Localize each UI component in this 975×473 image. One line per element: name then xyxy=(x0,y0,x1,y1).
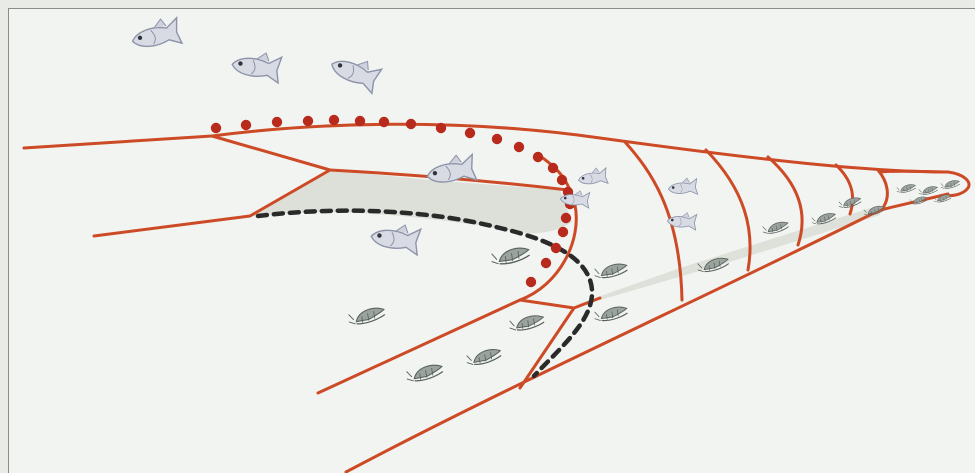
shrimp-icon xyxy=(896,184,916,193)
separator-grid-line xyxy=(258,211,592,376)
float-icon xyxy=(406,119,416,129)
float-icon xyxy=(303,116,313,126)
float-icon xyxy=(492,134,502,144)
float-icon xyxy=(329,115,339,125)
fish-icon xyxy=(668,178,698,197)
float-icon xyxy=(272,117,282,127)
float-icon xyxy=(355,116,365,126)
shrimp-icon xyxy=(508,314,544,331)
fish-icon xyxy=(129,16,182,53)
fish-icon xyxy=(327,49,382,93)
shrimp-icon xyxy=(347,307,385,326)
shrimp-icon xyxy=(465,348,502,366)
fish-icon xyxy=(231,49,282,83)
float-icon xyxy=(514,142,524,152)
shrimp-icon xyxy=(405,364,443,383)
float-icon xyxy=(557,175,567,185)
shrimp-icon xyxy=(940,180,960,189)
shrimp-icon xyxy=(593,263,628,279)
shrimp-icon xyxy=(762,221,789,235)
float-icon xyxy=(436,123,446,133)
float-icon xyxy=(526,277,536,287)
shrimp-icon xyxy=(593,306,628,322)
float-icon xyxy=(533,152,543,162)
shrimp-icon xyxy=(918,186,938,195)
trawl-net-outline xyxy=(24,124,969,472)
float-icon xyxy=(551,243,561,253)
codend-panel-shade xyxy=(575,205,880,305)
float-icon xyxy=(541,258,551,268)
fish-icon xyxy=(370,221,421,255)
fish-icon xyxy=(577,167,608,188)
float-icon xyxy=(561,213,571,223)
inner-panel-shade xyxy=(252,170,572,233)
shrimp-icon xyxy=(838,197,862,209)
float-icon xyxy=(548,163,558,173)
float-icon xyxy=(241,120,251,130)
shrimp-icon xyxy=(490,247,530,266)
float-icon xyxy=(558,227,568,237)
float-icon xyxy=(211,123,221,133)
float-icon xyxy=(379,117,389,127)
float-icon xyxy=(465,128,475,138)
